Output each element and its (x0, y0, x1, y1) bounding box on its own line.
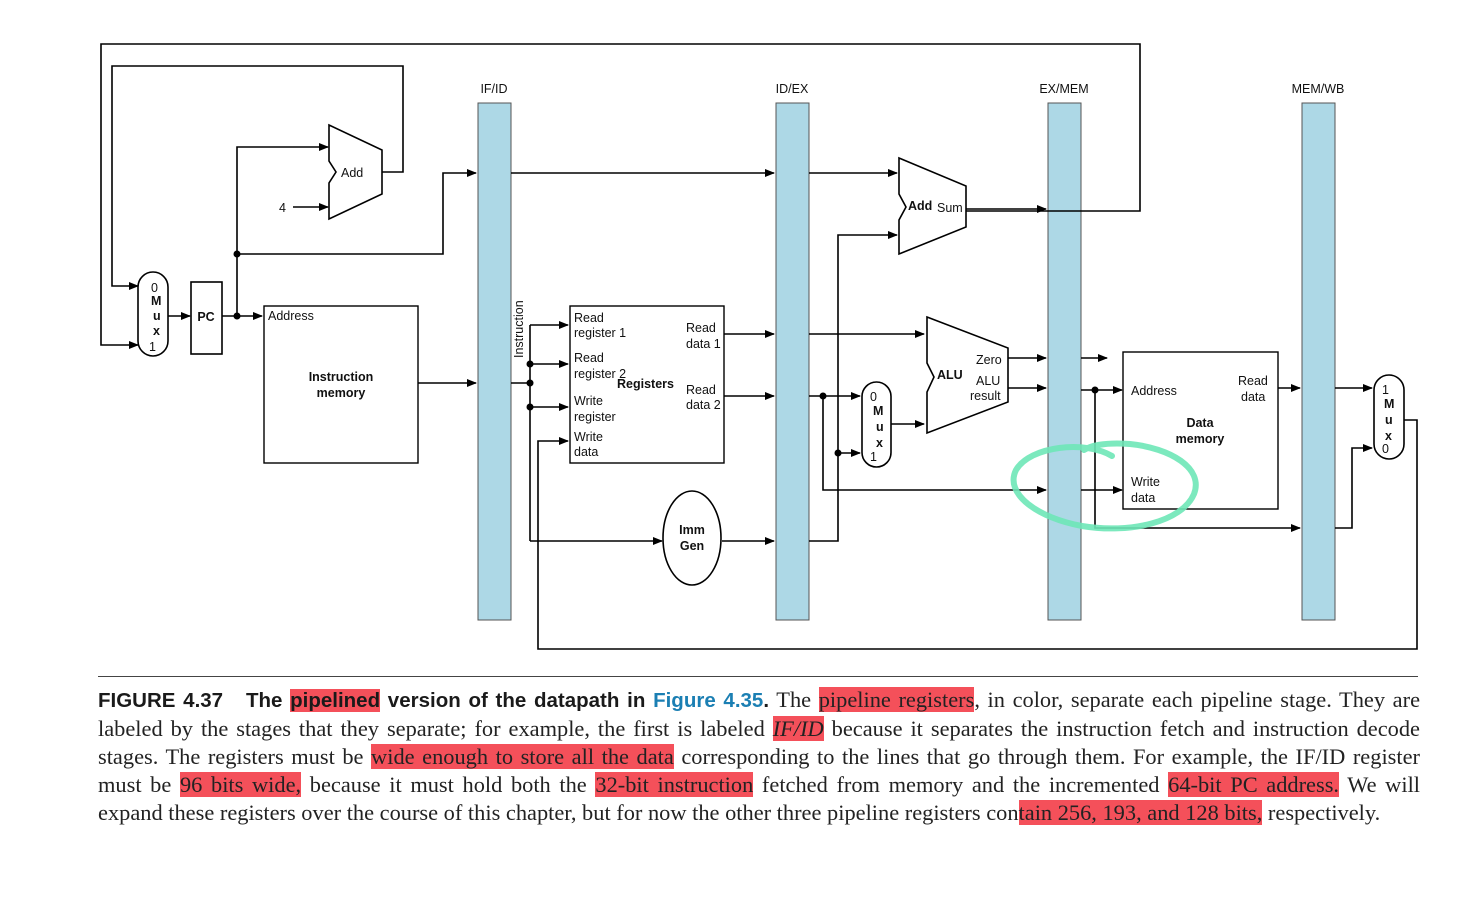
memwb-label: MEM/WB (1292, 82, 1345, 96)
svg-text:1: 1 (870, 450, 877, 464)
writeback-mux: 1 M u x 0 (1373, 374, 1405, 460)
svg-text:data 2: data 2 (686, 398, 721, 412)
highlight-96-bits: 96 bits wide, (179, 772, 302, 797)
svg-text:Zero: Zero (976, 353, 1002, 367)
highlight-64-bit-pc: 64-bit PC address. (1168, 772, 1340, 797)
exmem-register-bar (1047, 102, 1082, 621)
svg-text:M: M (1384, 397, 1394, 411)
register-file: Read register 1 Read register 2 Write re… (569, 305, 725, 464)
ifid-register-bar (477, 102, 512, 621)
caption-divider (98, 676, 1418, 677)
svg-text:Read: Read (1238, 374, 1268, 388)
svg-text:M: M (873, 404, 883, 418)
branch-target-adder: Add Sum (898, 156, 967, 256)
wire-junctions (233, 250, 1099, 457)
svg-text:Registers: Registers (617, 377, 674, 391)
svg-text:Data: Data (1186, 416, 1214, 430)
pc-source-mux: 0 M u x 1 (137, 271, 169, 357)
instruction-bus-label: Instruction (512, 300, 526, 358)
program-counter: PC (190, 281, 223, 355)
pipelined-datapath-diagram: IF/ID ID/EX EX/MEM MEM/WB (100, 43, 1418, 650)
svg-text:PC: PC (197, 310, 214, 324)
svg-text:Address: Address (268, 309, 314, 323)
svg-text:u: u (1385, 413, 1393, 427)
svg-text:Read: Read (686, 321, 716, 335)
immediate-generator: Imm Gen (662, 490, 722, 586)
svg-text:Read: Read (574, 351, 604, 365)
svg-text:0: 0 (1382, 442, 1389, 456)
memwb-register-bar (1301, 102, 1336, 621)
svg-text:ALU: ALU (937, 368, 963, 382)
svg-text:Address: Address (1131, 384, 1177, 398)
svg-text:Write: Write (574, 394, 603, 408)
svg-text:register 2: register 2 (574, 367, 626, 381)
svg-text:Write: Write (574, 430, 603, 444)
svg-text:Sum: Sum (937, 201, 963, 215)
highlight-pipelined: pipelined (290, 689, 381, 712)
svg-text:u: u (876, 420, 884, 434)
idex-register-bar (775, 102, 810, 621)
highlight-wide-enough: wide enough to store all the data (371, 744, 674, 769)
svg-text:1: 1 (1382, 383, 1389, 397)
svg-text:u: u (153, 309, 161, 323)
svg-text:register 1: register 1 (574, 326, 626, 340)
svg-text:Imm: Imm (679, 523, 705, 537)
svg-text:Instruction: Instruction (309, 370, 374, 384)
svg-text:ALU: ALU (976, 374, 1000, 388)
exmem-label: EX/MEM (1039, 82, 1088, 96)
svg-text:1: 1 (149, 340, 156, 354)
svg-text:Read: Read (574, 311, 604, 325)
figure-reference-link[interactable]: Figure 4.35 (653, 689, 764, 712)
svg-text:memory: memory (1176, 432, 1225, 446)
alu-source-mux: 0 M u x 1 (861, 381, 892, 468)
svg-text:result: result (970, 389, 1001, 403)
svg-text:Write: Write (1131, 475, 1160, 489)
svg-text:memory: memory (317, 386, 366, 400)
svg-text:data 1: data 1 (686, 337, 721, 351)
figure-caption: FIGURE 4.37 The pipelined version of the… (98, 687, 1421, 825)
highlight-ifid: IF/ID (772, 716, 824, 741)
annotation-marker-circle (1010, 440, 1199, 532)
svg-text:data: data (1131, 491, 1155, 505)
figure-title: The pipelined version of the datapath in… (245, 689, 770, 712)
idex-label: ID/EX (776, 82, 809, 96)
svg-text:Read: Read (686, 383, 716, 397)
highlight-pipeline-registers: pipeline registers (818, 687, 975, 712)
highlight-register-widths: tain 256, 193, and 128 bits, (1018, 800, 1263, 825)
data-memory: Address Read data Data memory Write data (1122, 351, 1279, 510)
svg-text:data: data (1241, 390, 1265, 404)
svg-text:Gen: Gen (680, 539, 704, 553)
pc-adder: Add (328, 123, 383, 221)
svg-text:0: 0 (151, 281, 158, 295)
svg-text:Add: Add (908, 199, 932, 213)
figure-number: FIGURE 4.37 (98, 689, 224, 712)
svg-text:M: M (151, 294, 161, 308)
svg-text:x: x (876, 436, 883, 450)
svg-text:x: x (153, 324, 160, 338)
ifid-label: IF/ID (480, 82, 507, 96)
svg-text:data: data (574, 445, 598, 459)
alu: ALU Zero ALU result (926, 315, 1009, 435)
constant-four: 4 (279, 201, 286, 215)
svg-text:0: 0 (870, 390, 877, 404)
svg-text:x: x (1385, 429, 1392, 443)
highlight-32-bit-instruction: 32-bit instruction (595, 772, 754, 797)
svg-text:register: register (574, 410, 616, 424)
instruction-memory: Address Instruction memory (263, 305, 419, 464)
svg-text:Add: Add (341, 166, 363, 180)
